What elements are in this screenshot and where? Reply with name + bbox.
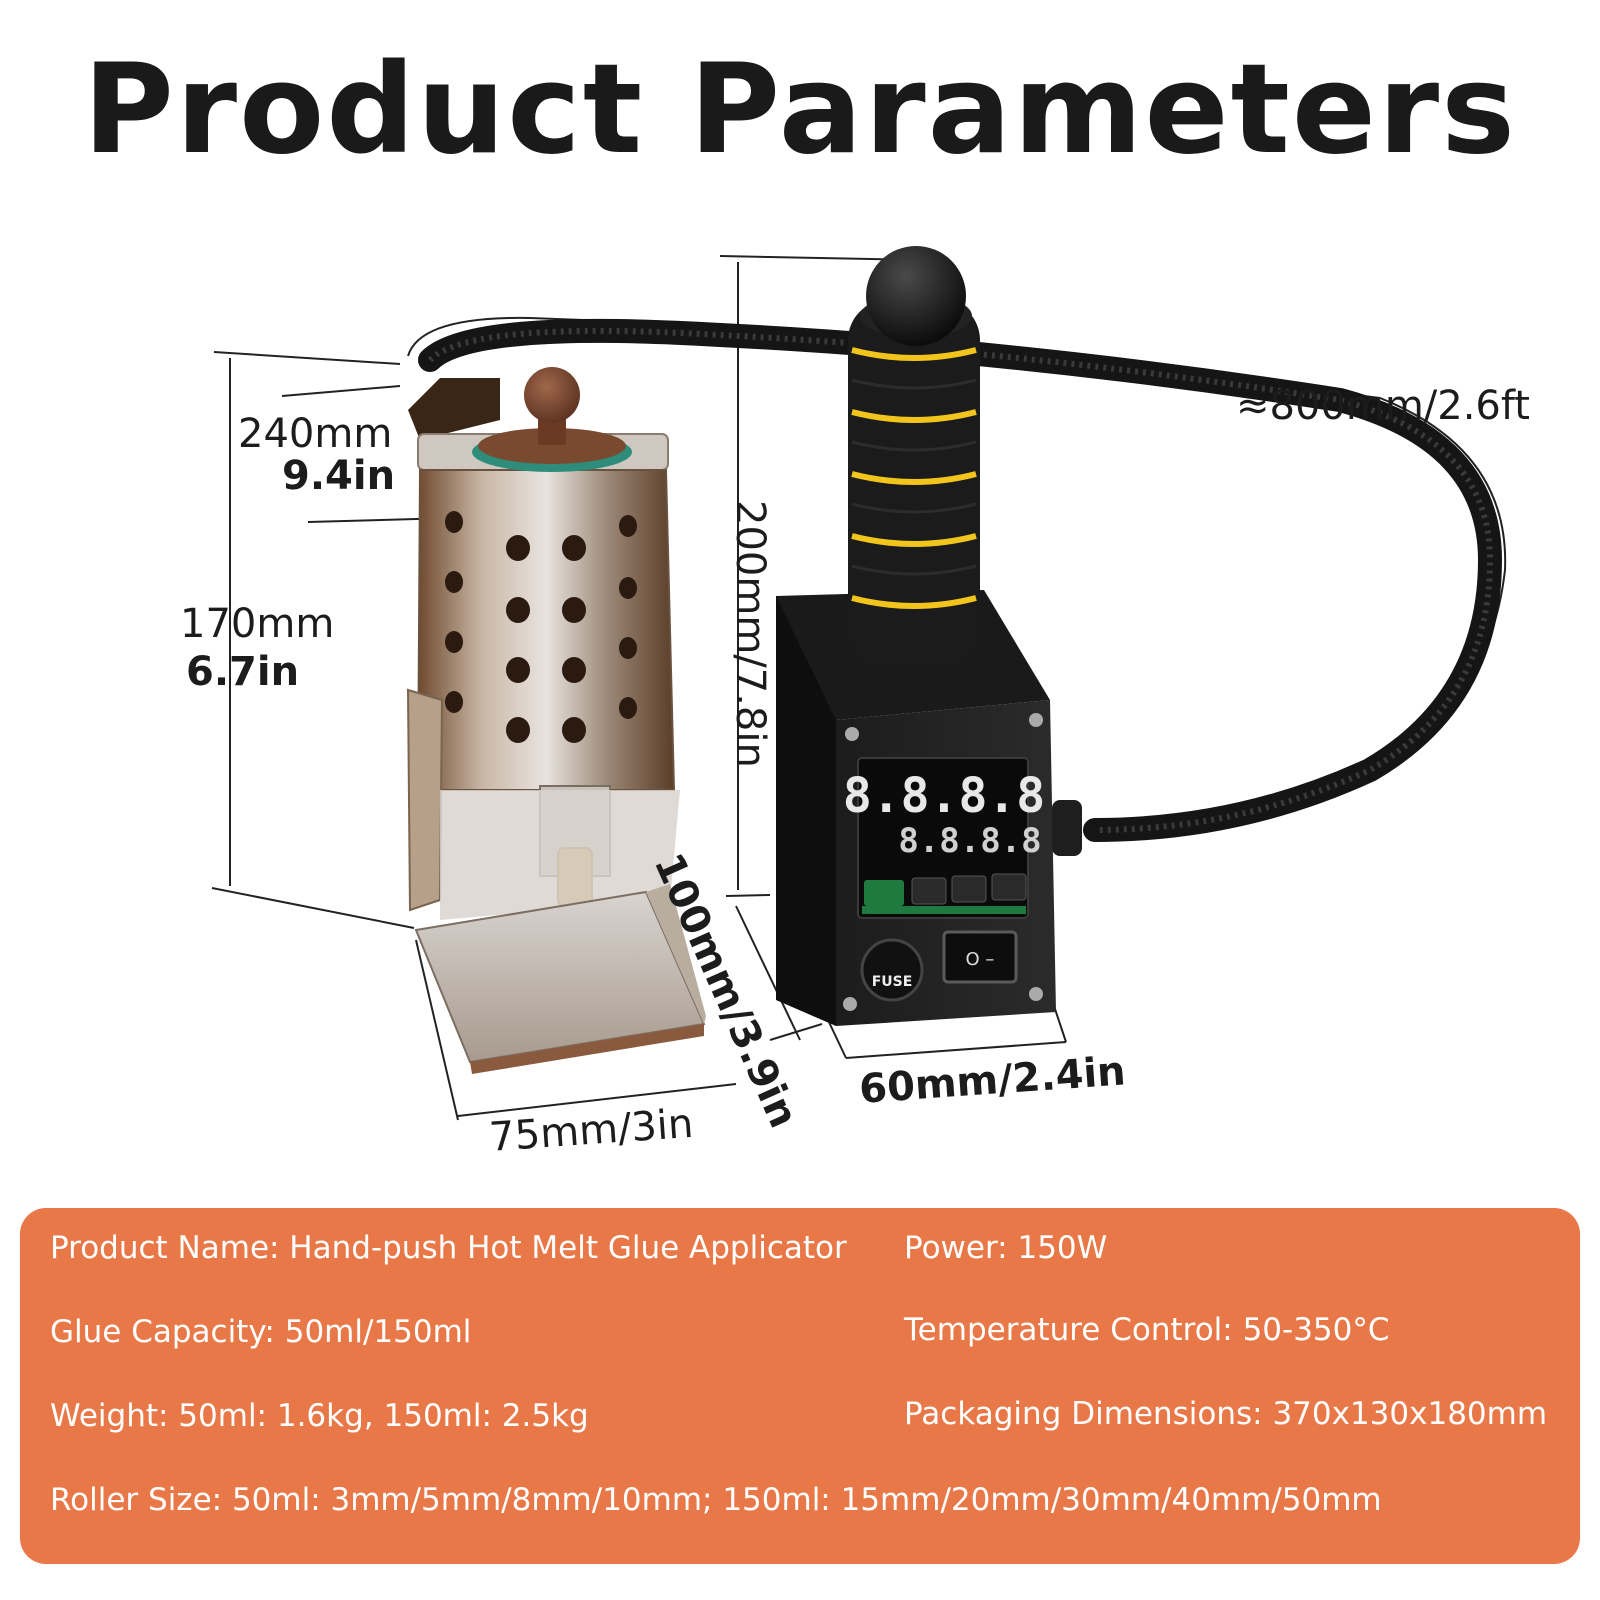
pot-height-in-label: 6.7in [186,649,300,695]
cable-length-label: ≈800mm/2.6ft [1236,383,1530,429]
spec-glue-capacity: Glue Capacity: 50ml/150ml [50,1314,472,1350]
glue-pot [406,367,706,1074]
spec-weight: Weight: 50ml: 1.6kg, 150ml: 2.5kg [50,1398,589,1434]
spec-roller-size: Roller Size: 50ml: 3mm/5mm/8mm/10mm; 150… [50,1482,1382,1518]
spec-packaging-dimensions: Packaging Dimensions: 370x130x180mm [904,1396,1548,1432]
product-illustration: 8.8.8.8 8.8.8.8 FUSE O – [211,246,1507,1121]
display-top: 8.8.8.8 [843,768,1045,824]
display-bottom: 8.8.8.8 [898,821,1041,861]
spec-product-name: Product Name: Hand-push Hot Melt Glue Ap… [50,1230,847,1266]
handle-height-label: 200mm/7.8in [727,500,773,768]
pot-height-mm-label: 170mm [180,601,335,647]
handle-grip [848,246,980,668]
specs-panel: Product Name: Hand-push Hot Melt Glue Ap… [20,1208,1580,1564]
spec-power: Power: 150W [904,1230,1108,1266]
svg-text:O –: O – [966,949,995,970]
fuse-holder [860,938,924,1002]
vent-holes [445,511,637,743]
fuse-label: FUSE [872,974,913,990]
pot-width-in-label: 9.4in [282,453,396,499]
spec-temperature-control: Temperature Control: 50-350°C [904,1312,1390,1348]
pot-width-mm-label: 240mm [238,411,393,457]
power-switch [942,930,1018,984]
page-title: Product Parameters [83,38,1517,182]
